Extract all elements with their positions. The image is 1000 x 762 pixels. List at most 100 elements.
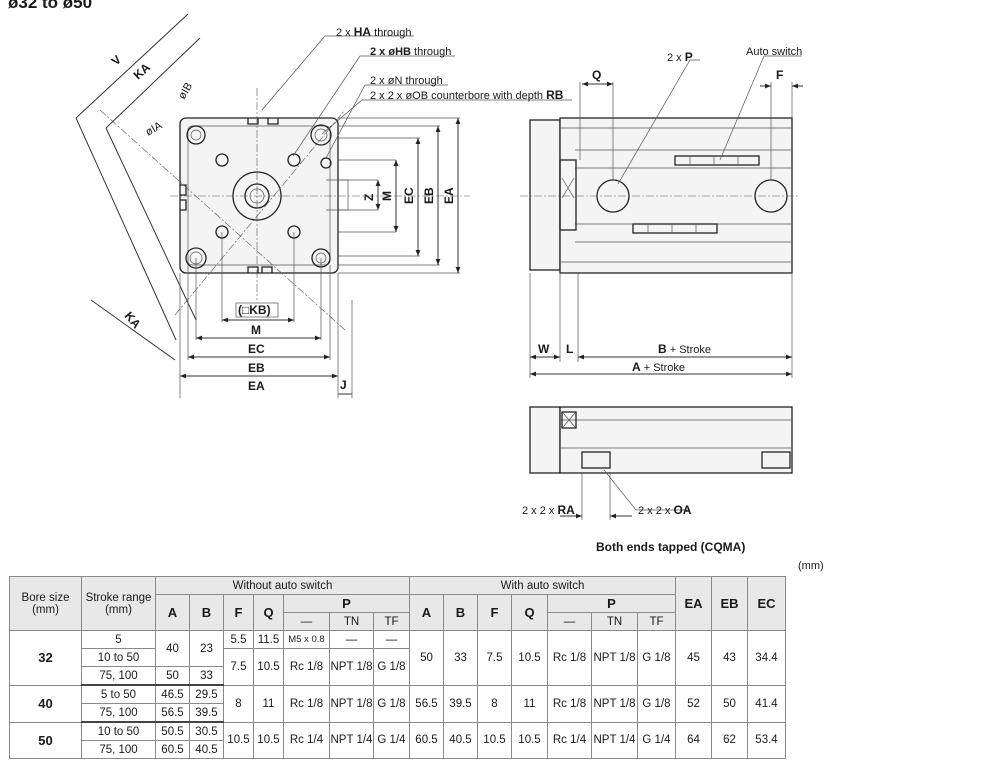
header-p-tf: TF (373, 612, 410, 631)
note-hb-post: through (411, 46, 451, 58)
header-p-with: P (547, 594, 676, 613)
header-bore: Bore size (mm) (9, 576, 82, 631)
label-q: Q (592, 68, 601, 82)
label-v: V (109, 52, 124, 68)
label-b-post: + Stroke (667, 344, 711, 356)
header-ec: EC (747, 576, 786, 631)
table-row: 32 5 40 23 5.5 11.5 M5 x 0.8 — — 50 33 7… (9, 630, 786, 686)
bottom-view: 2 x 2 x RA 2 x 2 x OA (522, 406, 793, 520)
header-q-with: Q (511, 594, 548, 631)
table-row: 40 5 to 50 46.5 29.5 8 11 Rc 1/8 NPT 1/8… (9, 684, 786, 723)
label-eb-vert: EB (422, 187, 436, 204)
header-q: Q (253, 594, 284, 631)
table-row: 75, 100 56.5 39.5 (10, 703, 786, 723)
note-ra-pre: 2 x 2 x (522, 505, 557, 517)
label-z: Z (362, 194, 376, 201)
label-ia: øIA (144, 119, 165, 138)
page-title: ø32 to ø50 (8, 0, 93, 12)
header-without-switch: Without auto switch (155, 576, 410, 595)
note-oa-key: OA (673, 503, 691, 517)
technical-drawing: V KA KA øIB øIA Z M EC EB EA (□KB) M EC … (75, 13, 803, 520)
auto-switch-upper (674, 155, 760, 166)
header-f-with: F (477, 594, 512, 631)
table-row: 50 10 to 50 50.5 30.5 10.5 10.5 Rc 1/4 N… (9, 721, 786, 759)
note-oa-pre: 2 x 2 x (638, 505, 673, 517)
header-a-with: A (409, 594, 444, 631)
front-inner-outline (187, 125, 331, 266)
note-ob-pre: 2 x 2 x øOB counterbore with depth (370, 90, 546, 102)
front-body-outline (179, 117, 339, 274)
auto-switch-lower (632, 223, 718, 234)
top-notches (247, 118, 279, 125)
svg-text:B + Stroke: B + Stroke (658, 342, 711, 356)
label-w: W (538, 342, 550, 356)
header-eb: EB (711, 576, 748, 631)
diagonal-centerline-1 (99, 109, 346, 331)
header-p-tn-with: TN (591, 612, 638, 631)
header-stroke: Stroke range (mm) (81, 576, 156, 631)
table-row: 75, 100 50 33 (10, 666, 786, 686)
note-ha-key: HA (354, 25, 372, 39)
label-a-post: + Stroke (641, 362, 685, 374)
header-p-dash-with: — (547, 612, 592, 631)
table-row: 75, 100 60.5 40.5 (10, 740, 786, 759)
side-port (326, 179, 349, 211)
v-ext (75, 117, 177, 341)
header-with-switch: With auto switch (409, 576, 676, 595)
header-b-with: B (443, 594, 478, 631)
front-horizontal-dims: (□KB) M EC EB EA J (179, 232, 353, 398)
label-ib: øIB (176, 81, 195, 102)
header-f: F (223, 594, 254, 631)
corner-hole-top-right (310, 124, 332, 146)
header-p-dash: — (283, 612, 330, 631)
label-a-key: A (632, 360, 641, 374)
note-ha-pre: 2 x (336, 27, 354, 39)
rod-end-cap (559, 159, 577, 231)
diagonal-centerline-2 (174, 109, 346, 316)
header-b: B (189, 594, 224, 631)
label-m-horiz: M (251, 323, 261, 337)
bottom-notches (247, 266, 273, 273)
side-top-dims: Q F 2 x P Auto switch (579, 46, 803, 185)
svg-text:2 x P: 2 x P (667, 50, 693, 64)
corner-hole-top-left (186, 125, 206, 145)
note-hb-pre: 2 x øHB (370, 46, 411, 58)
svg-text:A + Stroke: A + Stroke (632, 360, 685, 374)
side-view (520, 117, 800, 274)
note-ha-post: through (371, 27, 411, 39)
svg-text:2 x 2 x øOB counterbore with d: 2 x 2 x øOB counterbore with depth RB (370, 88, 564, 102)
label-eb-horiz: EB (248, 361, 265, 375)
header-p-tf-with: TF (637, 612, 676, 631)
label-ea-vert: EA (442, 187, 456, 204)
note-p-pre: 2 x (667, 52, 685, 64)
note-ra-key: RA (557, 503, 575, 517)
label-l: L (566, 342, 573, 356)
front-vertical-dims: Z M EC EB EA (338, 117, 461, 274)
svg-text:2 x 2 x OA: 2 x 2 x OA (638, 503, 692, 517)
tapped-hole-right (761, 451, 791, 469)
unit-label: (mm) (798, 560, 824, 572)
label-ea-horiz: EA (248, 379, 265, 393)
side-head-plate (529, 119, 561, 271)
table-row: 10 to 50 7.5 10.5 Rc 1/8 NPT 1/8 G 1/8 (10, 648, 786, 686)
svg-text:2 x HA through: 2 x HA through (336, 25, 411, 39)
mount-hole-1 (215, 153, 229, 167)
side-body (559, 117, 793, 274)
label-b-key: B (658, 342, 667, 356)
header-a: A (155, 594, 190, 631)
header-ea: EA (675, 576, 712, 631)
header-p-tn: TN (329, 612, 374, 631)
callout-notes: 2 x HA through 2 x øHB through 2 x øN th… (261, 25, 572, 159)
label-m-vert: M (380, 191, 394, 201)
side-bottom-dims: W L B + Stroke A + Stroke (529, 273, 793, 378)
left-notches (180, 184, 187, 211)
note-p-key: P (685, 50, 693, 64)
header-p: P (283, 594, 410, 613)
label-ec-vert: EC (402, 187, 416, 204)
svg-text:2 x 2 x RA: 2 x 2 x RA (522, 503, 575, 517)
label-ec-horiz: EC (248, 342, 265, 356)
note-ob-key: RB (546, 88, 564, 102)
dimension-table: Bore size (mm) Stroke range (mm) Without… (9, 576, 786, 759)
label-j: J (340, 378, 347, 392)
note-n: 2 x øN through (370, 75, 443, 87)
